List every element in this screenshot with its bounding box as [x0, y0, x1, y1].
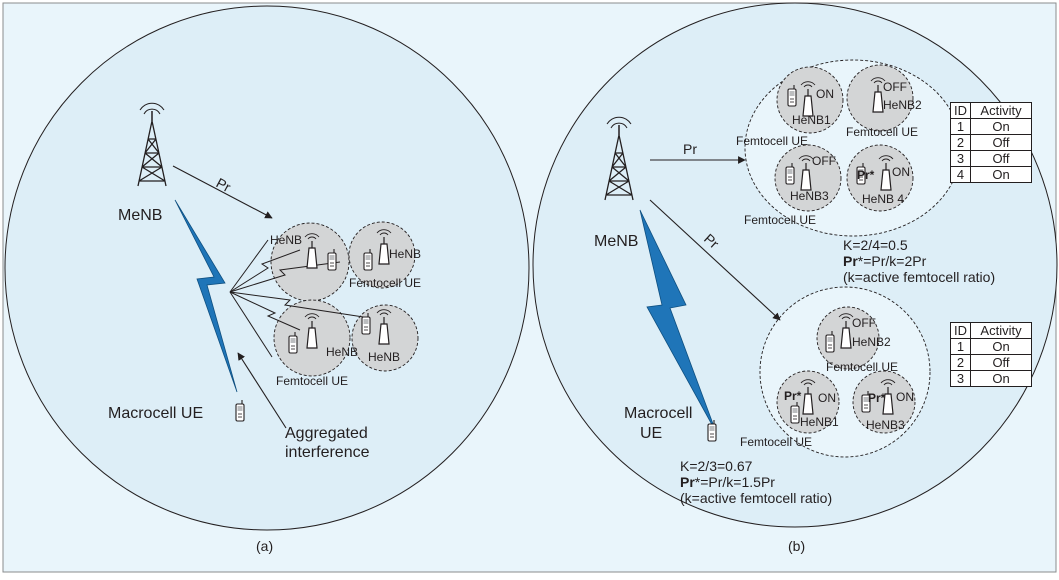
femtocell-ue-label-a2: Femtocell UE — [276, 374, 348, 388]
table-cell: Off — [970, 150, 1032, 167]
henb-off-b-l2: OFF — [852, 316, 876, 330]
table-header-id: ID — [950, 322, 971, 339]
macrocell-ue-label-b2: UE — [640, 425, 662, 442]
table-header-row: ID Activity — [950, 322, 1032, 339]
henb-label-a4: HeNB — [368, 350, 400, 364]
panel-a: MeNB Pr HeNB HeNB HeNB HeNB Femtocell UE… — [4, 5, 530, 554]
henb-label-b-l3: HeNB3 — [866, 418, 905, 432]
henb-on-b-u1: ON — [816, 87, 834, 101]
aggregated-label-1: Aggregated — [285, 425, 368, 442]
henb-on-b-l3: ON — [896, 390, 914, 404]
menb-label-b: MeNB — [594, 233, 638, 250]
henb-on-b-l1: ON — [818, 391, 836, 405]
femtocell-ue-label-a1: Femtocell UE — [349, 276, 421, 290]
pr-star-b-l3: Pr* — [868, 391, 886, 405]
pr-formula-upper: Pr*=Pr/k=2Pr — [843, 253, 927, 269]
table-header-activity: Activity — [970, 102, 1032, 119]
pr-arrow-a — [172, 165, 273, 219]
k-upper: K=2/4=0.5 — [843, 237, 908, 253]
table-header-row: ID Activity — [950, 102, 1032, 119]
table-cell: 2 — [950, 134, 971, 151]
femtocell-ue-label-b1: Femtocell UE — [736, 134, 808, 148]
henb-label-b-u3: HeNB3 — [790, 189, 829, 203]
table-cell: 3 — [950, 150, 971, 167]
macrocell-ue-label-b1: Macrocell — [624, 405, 692, 422]
note-upper: (k=active femtocell ratio) — [843, 269, 995, 285]
table-cell: Off — [970, 354, 1032, 371]
k-lower: K=2/3=0.67 — [680, 458, 753, 474]
pr-label-b-upper: Pr — [683, 141, 697, 157]
femtocell-ue-label-b2: Femtocell UE — [846, 125, 918, 139]
macrocell-a — [4, 5, 530, 531]
caption-a: (a) — [256, 538, 273, 554]
henb-on-b-u4: ON — [892, 165, 910, 179]
henb-label-b-l1: HeNB1 — [800, 415, 839, 429]
henb-label-a1: HeNB — [270, 233, 302, 247]
henb-label-b-u4: HeNB 4 — [862, 192, 904, 206]
interference-lightning-a — [174, 199, 238, 393]
henb-off-b-u3: OFF — [812, 154, 836, 168]
table-cell: Off — [970, 134, 1032, 151]
caption-b: (b) — [788, 538, 805, 554]
panel-b: MeNB Pr Pr ON HeNB1 OFF HeNB2 OFF HeNB3 … — [532, 2, 1058, 554]
table-cell: 3 — [950, 370, 971, 387]
henb-label-b-u1: HeNB1 — [792, 113, 831, 127]
table-cell: On — [970, 338, 1032, 355]
table-cell: On — [970, 370, 1032, 387]
henb-label-a2: HeNB — [389, 247, 421, 261]
note-lower: (k=active femtocell ratio) — [680, 490, 832, 506]
pr-star-b-u4: Pr* — [857, 168, 875, 182]
henb-off-b-u2: OFF — [883, 80, 907, 94]
pr-star-b-l1: Pr* — [784, 389, 802, 403]
femtocell-b-u4 — [846, 144, 914, 212]
pr-arrow-b-lower — [649, 199, 781, 321]
femtocell-ue-label-b5: Femtocell UE — [740, 435, 812, 449]
macrocell-ue-label-a: Macrocell UE — [108, 405, 203, 422]
henb-label-a3: HeNB — [326, 345, 358, 359]
pr-formula-lower: Pr*=Pr/k=1.5Pr — [680, 474, 775, 490]
table-cell: 4 — [950, 166, 971, 183]
table-header-activity: Activity — [970, 322, 1032, 339]
table-cell: 2 — [950, 354, 971, 371]
henb-label-b-l2: HeNB2 — [852, 335, 891, 349]
femtocell-ue-label-b3: Femtocell UE — [744, 213, 816, 227]
femtocell-ue-label-b4: Femtocell UE — [826, 360, 898, 374]
table-cell: 1 — [950, 118, 971, 135]
table-header-id: ID — [950, 102, 971, 119]
aggregated-arrow — [237, 352, 287, 429]
table-cell: On — [970, 166, 1032, 183]
table-cell: 1 — [950, 338, 971, 355]
aggregated-label-2: interference — [285, 444, 370, 461]
table-cell: On — [970, 118, 1032, 135]
menb-label-a: MeNB — [118, 207, 162, 224]
henb-label-b-u2: HeNB2 — [883, 98, 922, 112]
